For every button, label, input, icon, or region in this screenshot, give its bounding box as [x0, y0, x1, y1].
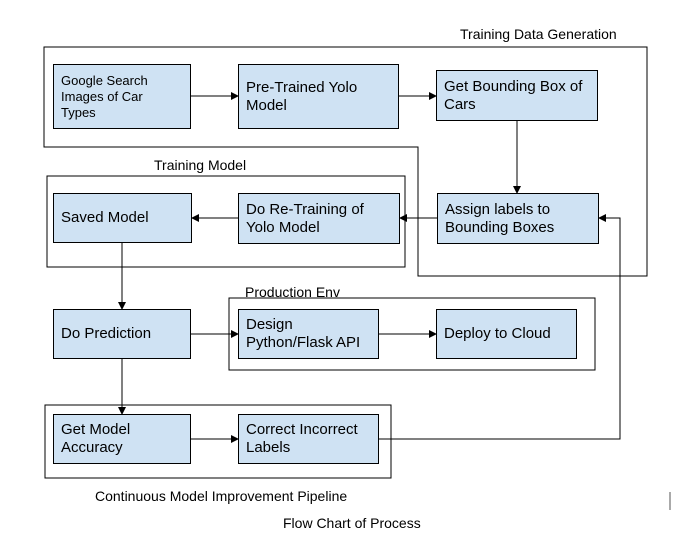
- node-design-api: Design Python/Flask API: [238, 309, 379, 359]
- node-saved-model: Saved Model: [53, 193, 192, 243]
- node-deploy-cloud: Deploy to Cloud: [436, 309, 577, 359]
- node-pretrained-yolo: Pre-Trained Yolo Model: [238, 64, 399, 129]
- figure-caption: Flow Chart of Process: [283, 515, 421, 531]
- group-label-improvement-pipeline: Continuous Model Improvement Pipeline: [95, 488, 348, 504]
- node-retraining: Do Re-Training of Yolo Model: [238, 193, 400, 244]
- node-correct-labels: Correct Incorrect Labels: [238, 414, 379, 464]
- node-assign-labels: Assign labels to Bounding Boxes: [437, 193, 599, 244]
- group-label-training-data-generation: Training Data Generation: [460, 26, 617, 42]
- arrow-correct-to-assign: [379, 214, 621, 440]
- group-boundary-improvement-pipeline: [44, 404, 392, 479]
- node-get-bounding-box: Get Bounding Box of Cars: [436, 70, 598, 121]
- group-label-production-env: Production Env: [245, 284, 340, 300]
- group-label-training-model: Training Model: [154, 157, 247, 173]
- node-do-prediction: Do Prediction: [53, 309, 191, 359]
- node-model-accuracy: Get Model Accuracy: [53, 414, 191, 464]
- group-boundary-training-data-generation: [43, 46, 648, 277]
- node-google-search: Google Search Images of Car Types: [53, 64, 191, 129]
